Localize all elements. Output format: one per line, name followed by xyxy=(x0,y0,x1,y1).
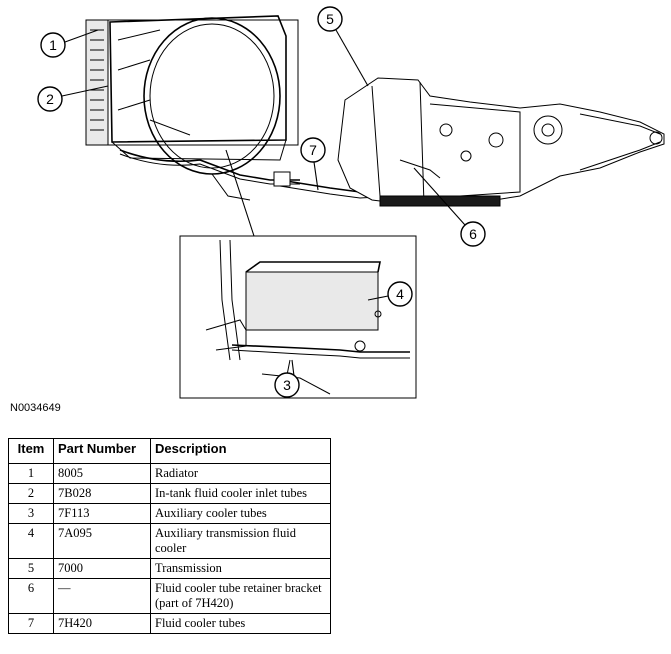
cell-item: 2 xyxy=(8,483,54,504)
callout-6-label: 6 xyxy=(469,226,477,242)
transmission-drawing xyxy=(337,77,665,207)
cell-item: 6 xyxy=(8,578,54,614)
table-row: 3 7F113 Auxiliary cooler tubes xyxy=(8,503,331,524)
cell-description: Fluid cooler tube retainer bracket (part… xyxy=(150,578,331,614)
cell-description: Fluid cooler tubes xyxy=(150,613,331,634)
cell-description: Radiator xyxy=(150,463,331,484)
callout-3-label: 3 xyxy=(283,377,291,393)
header-description: Description xyxy=(150,438,331,464)
table-header-row: Item Part Number Description xyxy=(8,438,331,464)
detail-inset xyxy=(179,235,417,399)
callout-4-label: 4 xyxy=(396,286,404,302)
cell-part-number: 7A095 xyxy=(53,523,151,559)
cell-part-number: — xyxy=(53,578,151,614)
callout-7-label: 7 xyxy=(309,142,317,158)
cell-item: 4 xyxy=(8,523,54,559)
callout-2: 2 xyxy=(37,85,109,112)
callout-6: 6 xyxy=(413,167,486,247)
cell-part-number: 7B028 xyxy=(53,483,151,504)
cell-description: Auxiliary transmission fluid cooler xyxy=(150,523,331,559)
table-row: 4 7A095 Auxiliary transmission fluid coo… xyxy=(8,523,331,559)
table-row: 7 7H420 Fluid cooler tubes xyxy=(8,613,331,634)
callout-4: 4 xyxy=(367,281,413,307)
table-row: 5 7000 Transmission xyxy=(8,558,331,579)
cell-item: 5 xyxy=(8,558,54,579)
callout-2-label: 2 xyxy=(46,91,54,107)
cell-part-number: 7F113 xyxy=(53,503,151,524)
header-part-number: Part Number xyxy=(53,438,151,464)
cell-item: 3 xyxy=(8,503,54,524)
cell-description: In-tank fluid cooler inlet tubes xyxy=(150,483,331,504)
cell-part-number: 7H420 xyxy=(53,613,151,634)
cell-part-number: 8005 xyxy=(53,463,151,484)
cell-item: 7 xyxy=(8,613,54,634)
table-row: 6 — Fluid cooler tube retainer bracket (… xyxy=(8,578,331,614)
table-row: 2 7B028 In-tank fluid cooler inlet tubes xyxy=(8,483,331,504)
callout-1: 1 xyxy=(40,29,99,58)
callout-5-label: 5 xyxy=(326,11,334,27)
figure-code: N0034649 xyxy=(10,402,61,414)
cell-part-number: 7000 xyxy=(53,558,151,579)
callout-1-label: 1 xyxy=(49,37,57,53)
table-row: 1 8005 Radiator xyxy=(8,463,331,484)
radiator-drawing xyxy=(85,15,300,201)
header-item: Item xyxy=(8,438,54,464)
callout-3: 3 xyxy=(274,359,300,398)
parts-table: Item Part Number Description 1 8005 Radi… xyxy=(8,438,331,634)
cell-description: Auxiliary cooler tubes xyxy=(150,503,331,524)
callout-7: 7 xyxy=(300,137,326,191)
cell-description: Transmission xyxy=(150,558,331,579)
cell-item: 1 xyxy=(8,463,54,484)
exploded-diagram: 1 2 3 4 5 6 7 xyxy=(37,6,665,399)
callout-5: 5 xyxy=(317,6,369,87)
